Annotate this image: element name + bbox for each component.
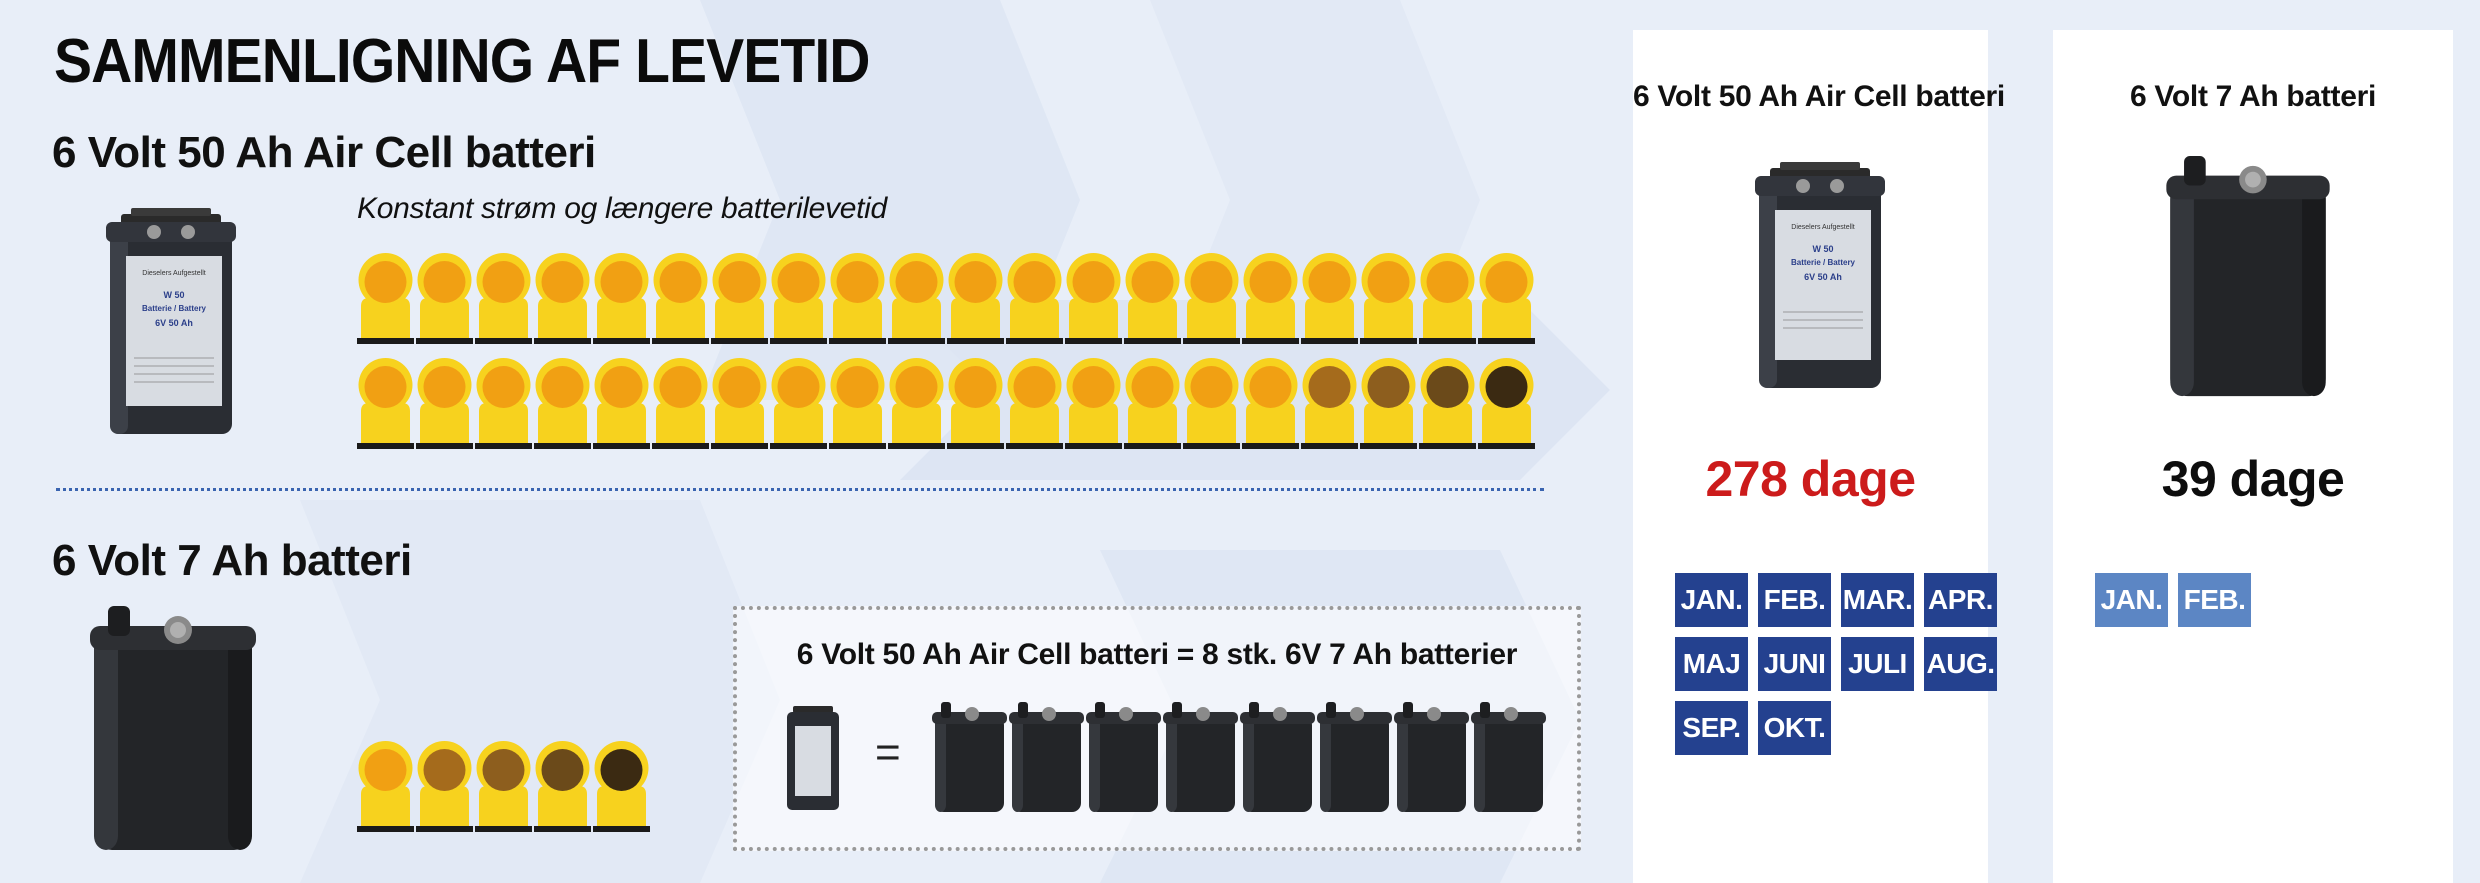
small-battery-icon [1086,702,1161,819]
warning-lamp-icon [1478,250,1535,344]
warning-lamp-icon [1006,355,1063,449]
warning-lamp-icon [1360,355,1417,449]
panel-standard-battery-image [2163,156,2333,400]
small-battery-icon [1471,702,1546,819]
month-badge: FEB. [2178,573,2251,627]
warning-lamp-icon [1419,355,1476,449]
warning-lamp-icon [888,355,945,449]
warning-lamp-icon [534,250,591,344]
panel-air-cell-battery-image: Dieselers Aufgestellt W 50 Batterie / Ba… [1745,162,1895,394]
battery-label-line2: W 50 [163,290,185,300]
standard-lamp-row [357,738,650,832]
warning-lamp-icon [534,738,591,832]
month-badge: OKT. [1758,701,1831,755]
small-battery-icon [1394,702,1469,819]
standard-heading: 6 Volt 7 Ah batteri [52,536,412,585]
warning-lamp-icon [475,738,532,832]
warning-lamp-icon [416,355,473,449]
warning-lamp-icon [652,250,709,344]
warning-lamp-icon [1006,250,1063,344]
month-badge: MAJ [1675,637,1748,691]
warning-lamp-icon [475,355,532,449]
warning-lamp-icon [947,250,1004,344]
warning-lamp-icon [1183,250,1240,344]
air-cell-heading: 6 Volt 50 Ah Air Cell batteri [52,128,596,177]
panel-standard: 6 Volt 7 Ah batteri 39 dage JAN.FEB. [2053,30,2453,883]
small-battery-icon [1317,702,1392,819]
warning-lamp-icon [1124,250,1181,344]
warning-lamp-icon [1242,355,1299,449]
panel-air-cell-title: 6 Volt 50 Ah Air Cell batteri [1633,80,2005,113]
warning-lamp-icon [1065,250,1122,344]
month-badge: APR. [1924,573,1997,627]
warning-lamp-icon [1419,250,1476,344]
panel-battery-label-line3: Batterie / Battery [1790,258,1856,267]
battery-label-line4: 6V 50 Ah [155,318,193,328]
warning-lamp-icon [416,250,473,344]
panel-battery-label-line2: W 50 [1812,244,1834,254]
main-title: SAMMENLIGNING AF LEVETID [54,27,870,96]
warning-lamp-icon [652,355,709,449]
equivalence-title: 6 Volt 50 Ah Air Cell batteri = 8 stk. 6… [796,638,1518,671]
warning-lamp-icon [593,738,650,832]
equivalence-box: 6 Volt 50 Ah Air Cell batteri = 8 stk. 6… [733,606,1581,851]
small-battery-icon [932,702,1007,819]
small-battery-icon [1163,702,1238,819]
air-cell-subtitle: Konstant strøm og længere batterilevetid [357,192,887,225]
warning-lamp-icon [1478,355,1535,449]
warning-lamp-icon [1124,355,1181,449]
warning-lamp-icon [829,355,886,449]
month-badge: MAR. [1841,573,1914,627]
warning-lamp-icon [1360,250,1417,344]
warning-lamp-icon [1301,250,1358,344]
air-cell-lamp-row-2 [357,355,1535,449]
small-battery-icon [1009,702,1084,819]
month-badge: AUG. [1924,637,1997,691]
warning-lamp-icon [711,250,768,344]
warning-lamp-icon [593,250,650,344]
equals-sign: = [875,728,901,777]
panel-standard-title: 6 Volt 7 Ah batteri [2129,80,2376,113]
panel-air-cell-days: 278 dage [1705,451,1916,507]
warning-lamp-icon [1242,250,1299,344]
warning-lamp-icon [475,250,532,344]
section-divider [56,488,1544,491]
month-badge: JULI [1841,637,1914,691]
battery-label-line1: Dieselers Aufgestellt [142,270,206,277]
warning-lamp-icon [711,355,768,449]
warning-lamp-icon [888,250,945,344]
panel-battery-label-line4: 6V 50 Ah [1804,272,1842,282]
panel-standard-days: 39 dage [2161,451,2345,507]
warning-lamp-icon [829,250,886,344]
warning-lamp-icon [947,355,1004,449]
month-badge: FEB. [1758,573,1831,627]
warning-lamp-icon [416,738,473,832]
warning-lamp-icon [1301,355,1358,449]
month-badge: JUNI [1758,637,1831,691]
air-cell-battery-image: Dieselers Aufgestellt W 50 Batterie / Ba… [96,208,246,440]
equivalence-air-cell-icon [781,704,845,812]
battery-label-line3: Batterie / Battery [141,304,207,313]
small-battery-group [932,702,1546,819]
warning-lamp-icon [357,250,414,344]
panel-air-cell: 6 Volt 50 Ah Air Cell batteri Dieselers … [1633,30,2005,883]
warning-lamp-icon [1065,355,1122,449]
warning-lamp-icon [593,355,650,449]
small-battery-icon [1240,702,1315,819]
panel-standard-months: JAN.FEB. [2095,573,2417,627]
warning-lamp-icon [357,738,414,832]
warning-lamp-icon [1183,355,1240,449]
warning-lamp-icon [770,250,827,344]
warning-lamp-icon [357,355,414,449]
warning-lamp-icon [770,355,827,449]
air-cell-lamp-row-1 [357,250,1535,344]
month-badge: JAN. [2095,573,2168,627]
warning-lamp-icon [534,355,591,449]
standard-battery-image [88,606,258,854]
panel-battery-label-line1: Dieselers Aufgestellt [1791,224,1855,231]
month-badge: JAN. [1675,573,1748,627]
month-badge: SEP. [1675,701,1748,755]
